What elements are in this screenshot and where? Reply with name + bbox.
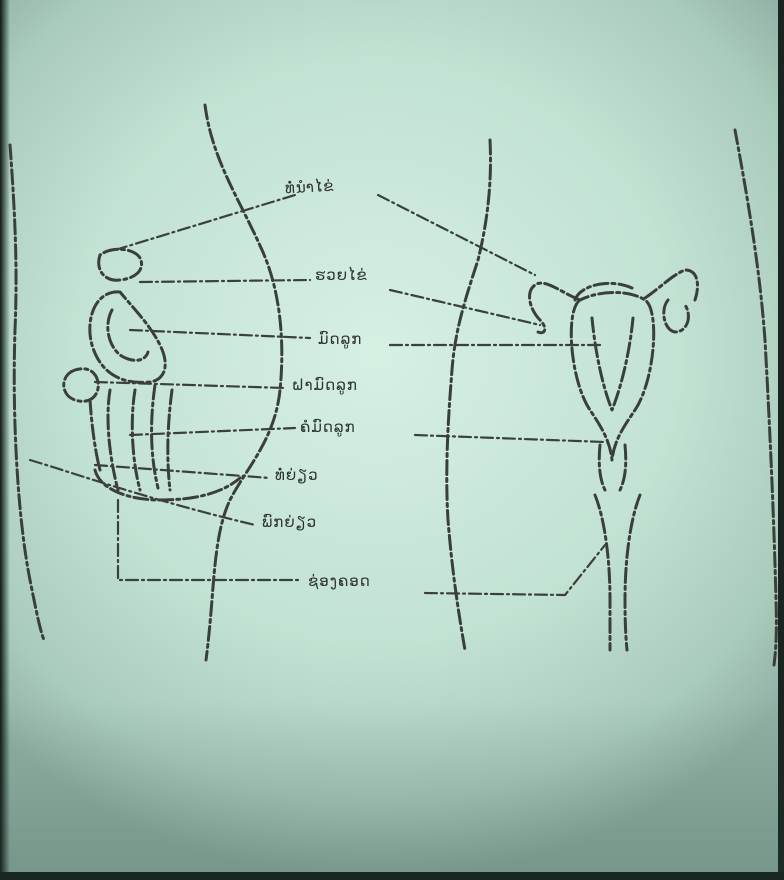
side-view-organs [64,249,240,500]
label-ovary: ຮວຍໄຂ່ [315,268,368,283]
leader-ovary-left [140,280,310,282]
front-right-tube [645,270,698,300]
label-uterus: ມົດລູກ [318,332,362,347]
frontal-view-organs [530,270,698,650]
side-bladder [64,369,99,402]
side-rectum-1 [108,390,118,490]
hip-curve-left [205,105,282,660]
leader-fallopian-tube-right [378,195,535,275]
front-cervix-left [599,445,605,490]
leader-uterine-wall [95,382,285,388]
body-outline-left [10,145,44,640]
label-cervix: ຄໍມົດລູກ [300,420,356,435]
label-uterine-wall: ຝາມົດລູກ [292,378,358,393]
leader-bladder [30,460,255,525]
front-right-ovary [664,300,689,332]
side-rectum-2 [132,390,140,490]
leader-cervix-left [130,428,295,435]
label-vagina: ຊ່ອງຄອດ [308,574,371,589]
body-outline-right [735,130,776,665]
side-vagina-2 [168,390,172,490]
leader-fallopian-tube-left [115,195,295,250]
front-cervix-right [620,445,626,490]
leader-cervix-right [415,435,605,442]
leader-vagina-left [118,500,300,580]
side-uterus-outer [90,292,165,383]
label-urethra: ທໍ່ຍ່ຽວ [275,468,319,483]
front-uterus-body [571,293,653,461]
label-bladder: ພົກຍ່ຽວ [262,515,317,530]
front-vagina-right [625,495,640,650]
side-urethra [90,400,100,470]
side-vagina-1 [152,385,158,488]
front-vagina-left [595,495,610,650]
leader-ovary-right [390,290,540,325]
leader-urethra [95,465,270,478]
front-uterus-cavity [592,318,633,410]
hip-curve-right [447,140,491,650]
label-fallopian-tube: ທໍ່ນຳໄຂ່ [285,179,335,197]
side-ovary-shape [99,249,142,280]
